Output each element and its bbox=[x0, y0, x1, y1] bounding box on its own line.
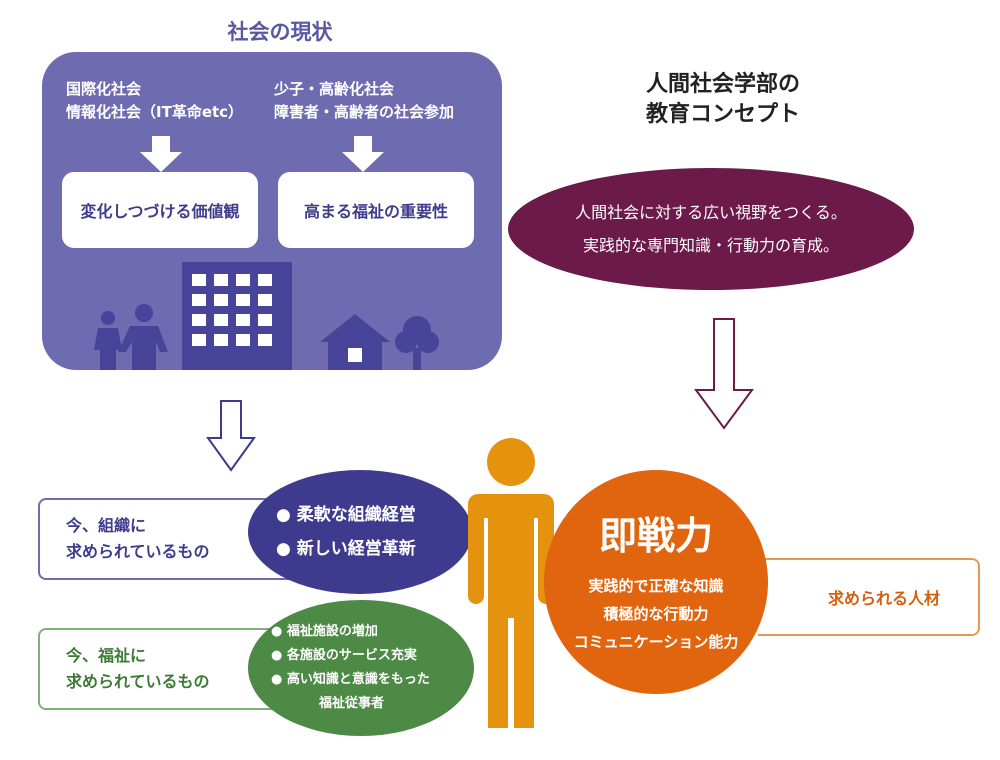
welfare-item: ● 各施設のサービス充実 bbox=[271, 648, 417, 663]
arrow-down-icon bbox=[342, 136, 384, 172]
people-icon bbox=[94, 304, 168, 370]
welfare-needs-ellipse: ● 福祉施設の増加 ● 各施設のサービス充実 ● 高い知識と意識をもった 福祉従… bbox=[248, 600, 474, 736]
society-title: 社会の現状 bbox=[227, 20, 333, 44]
ability-line: 実践的で正確な知識 bbox=[588, 577, 724, 595]
arrow-down-outline-icon bbox=[206, 400, 256, 472]
organization-label-line1: 今、組織に bbox=[66, 516, 147, 535]
organization-label-line2: 求められているもの bbox=[66, 542, 210, 561]
society-right-line2: 障害者・高齢者の社会参加 bbox=[274, 103, 455, 121]
ability-line: 積極的な行動力 bbox=[603, 605, 709, 623]
concept-title: 人間社会学部の 教育コンセプト bbox=[608, 70, 838, 130]
welfare-label-line2: 求められているもの bbox=[66, 672, 210, 691]
required-talent-box: 求められる人材 bbox=[758, 558, 980, 636]
welfare-item: ● 福祉施設の増加 bbox=[271, 624, 378, 639]
welfare-item: 福祉従事者 bbox=[319, 696, 385, 711]
society-left-line1: 国際化社会 bbox=[66, 80, 142, 98]
organization-item: ● 新しい経営革新 bbox=[276, 539, 416, 559]
house-icon bbox=[320, 314, 390, 370]
welfare-label-line1: 今、福祉に bbox=[66, 646, 147, 665]
ability-line: コミュニケーション能力 bbox=[573, 633, 739, 651]
concept-ellipse: 人間社会に対する広い視野をつくる。 実践的な専門知識・行動力の育成。 bbox=[508, 168, 914, 290]
person-icon bbox=[468, 438, 554, 728]
society-right-line1: 少子・高齢化社会 bbox=[274, 80, 395, 98]
ability-circle: 即戦力 実践的で正確な知識 積極的な行動力 コミュニケーション能力 bbox=[544, 470, 768, 694]
welfare-item: ● 高い知識と意識をもった bbox=[271, 672, 430, 687]
concept-line2: 実践的な専門知識・行動力の育成。 bbox=[582, 236, 839, 255]
welfare-importance-box: 高まる福祉の重要性 bbox=[278, 172, 474, 248]
society-panel: 国際化社会 情報化社会（IT革命etc） 少子・高齢化社会 障害者・高齢者の社会… bbox=[42, 52, 502, 370]
concept-title-line1: 人間社会学部の bbox=[645, 72, 800, 97]
concept-title-line2: 教育コンセプト bbox=[645, 102, 800, 127]
arrow-down-icon bbox=[140, 136, 182, 172]
tree-icon bbox=[395, 316, 439, 370]
society-left-line2: 情報化社会（IT革命etc） bbox=[66, 103, 244, 121]
ability-title: 即戦力 bbox=[598, 514, 713, 558]
organization-needs-ellipse: ● 柔軟な組織経営 ● 新しい経営革新 bbox=[248, 470, 472, 594]
changing-values-box: 変化しつづける価値観 bbox=[62, 172, 258, 248]
building-icon bbox=[182, 262, 292, 370]
organization-item: ● 柔軟な組織経営 bbox=[276, 505, 416, 525]
arrow-down-outline-icon bbox=[694, 318, 754, 430]
concept-line1: 人間社会に対する広い視野をつくる。 bbox=[575, 203, 847, 222]
